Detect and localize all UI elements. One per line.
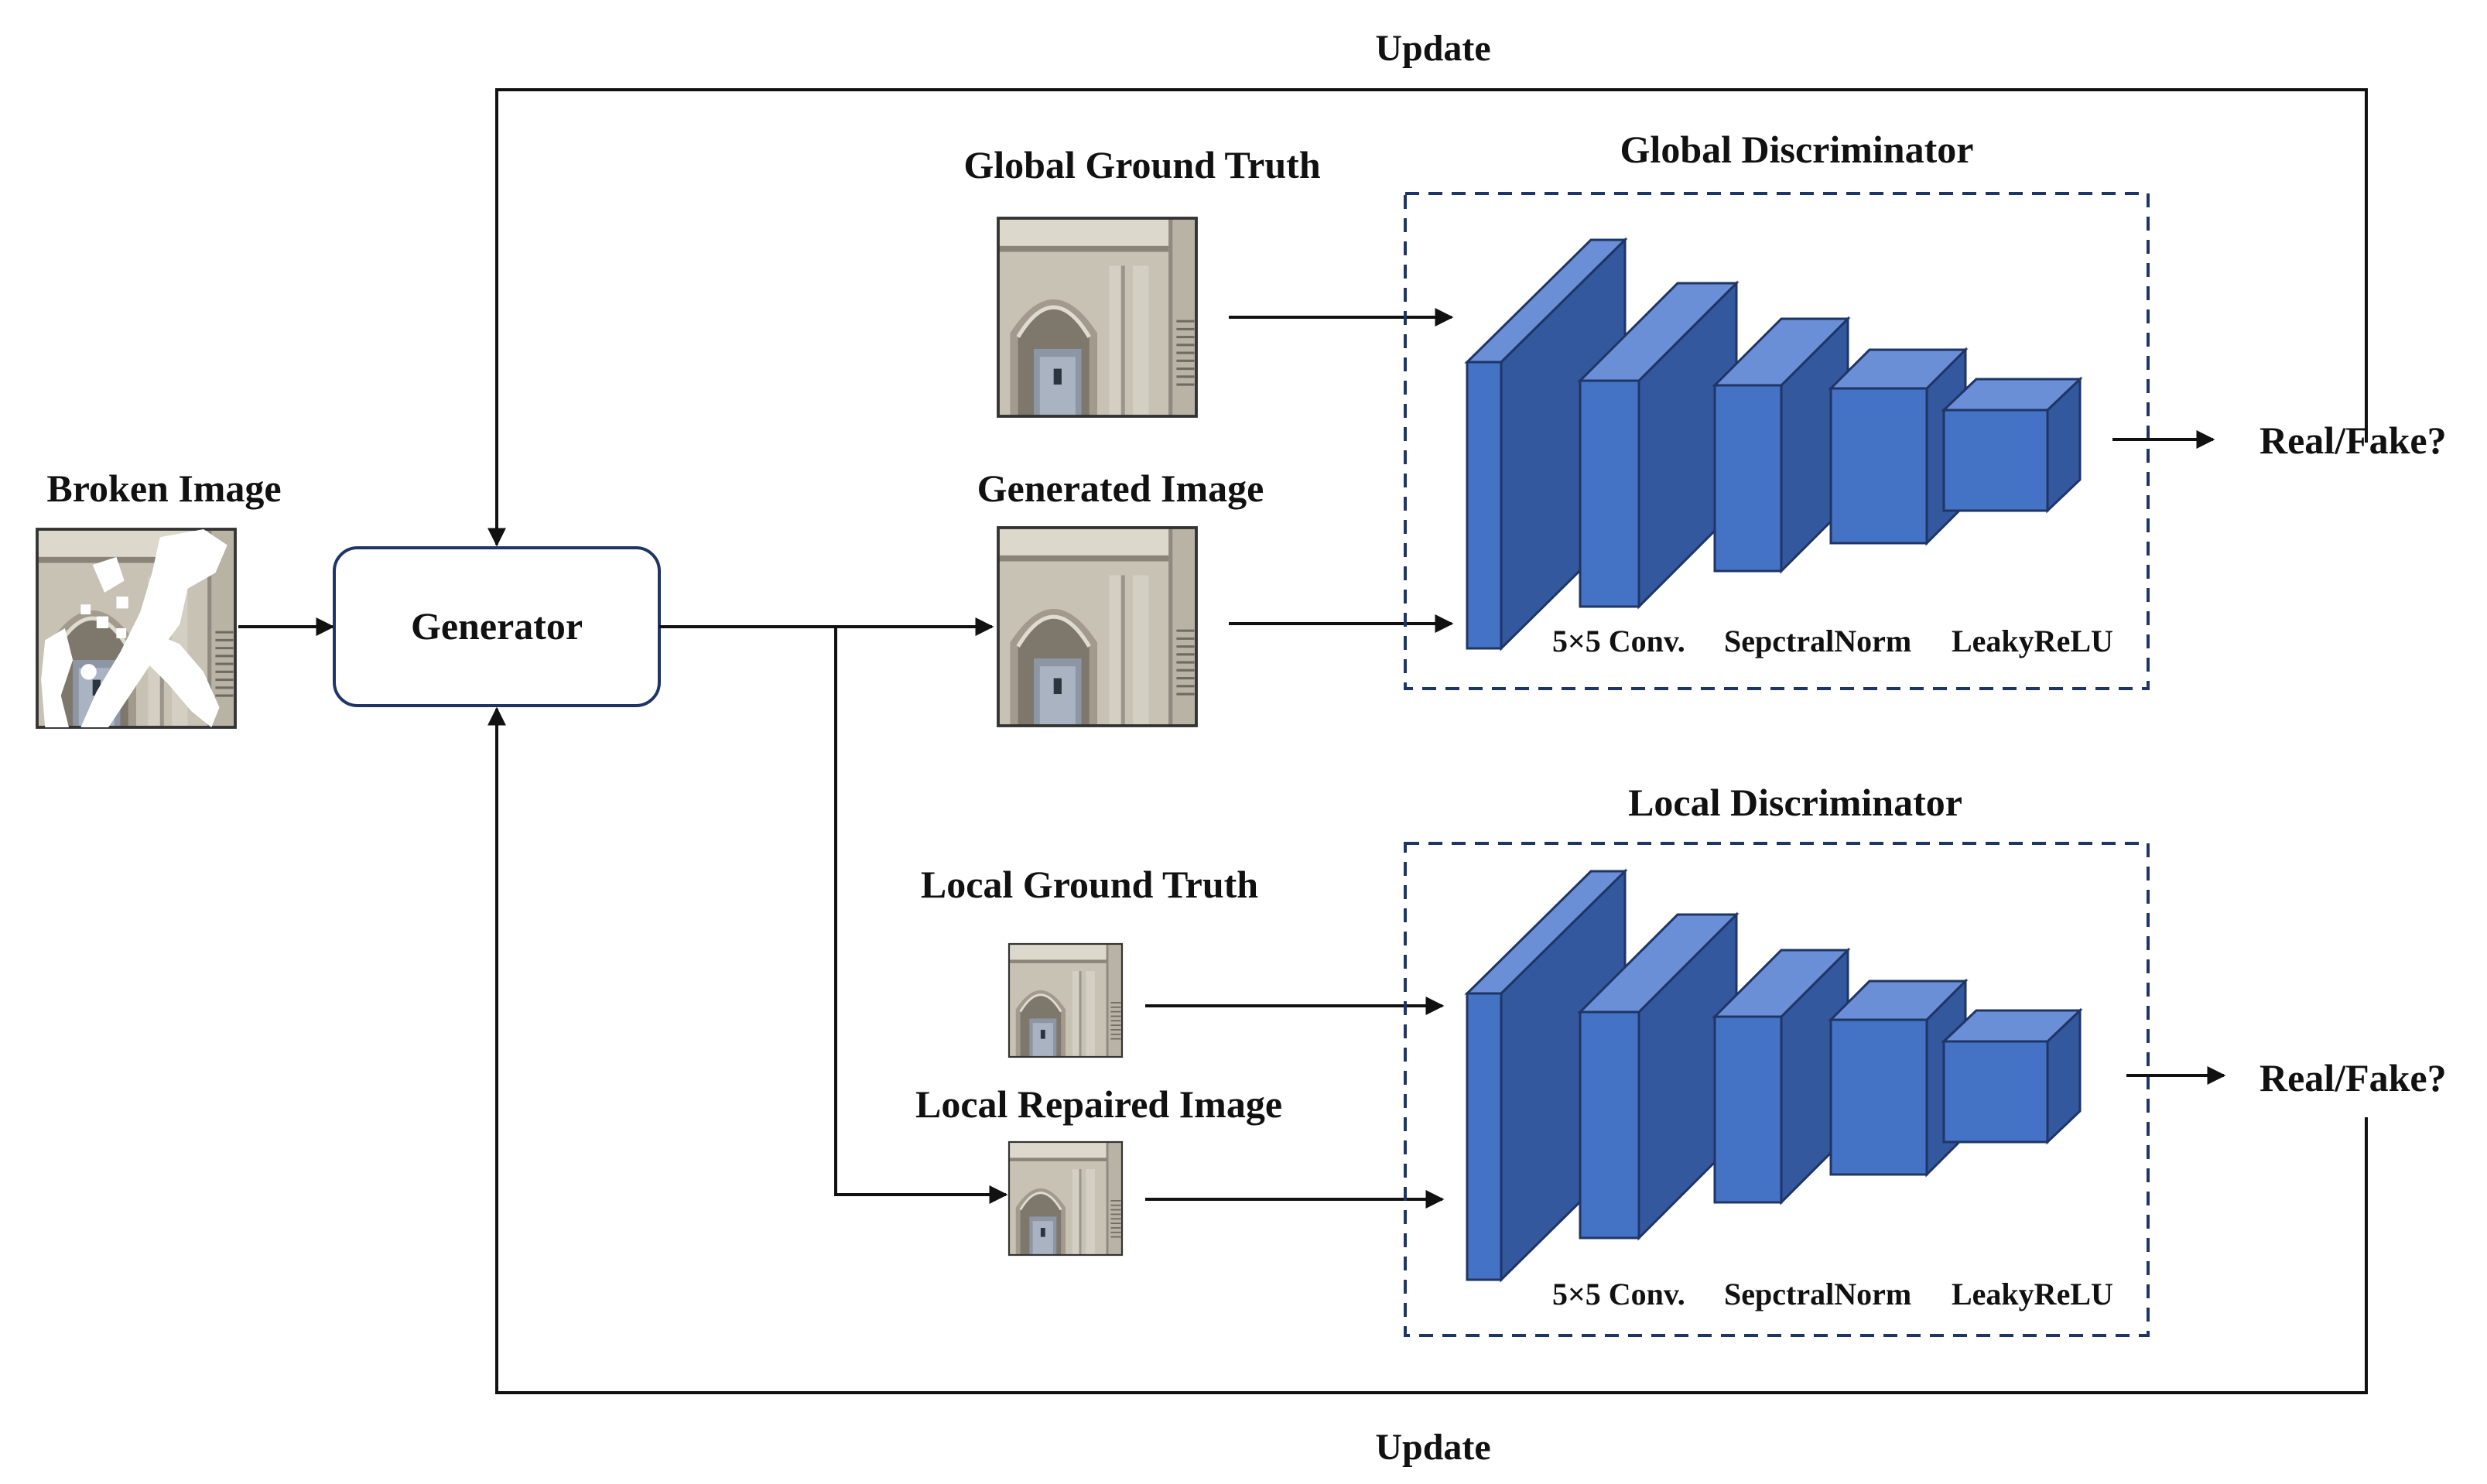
local-discriminator-label: Local Discriminator — [1628, 781, 1962, 824]
local-legend-norm: SepctralNorm — [1724, 1277, 1911, 1311]
update-loop-top — [487, 88, 2368, 547]
broken-image-label: Broken Image — [46, 467, 281, 510]
local-legend-act: LeakyReLU — [1952, 1277, 2113, 1311]
arrow-generator-to-local-repaired — [834, 627, 1008, 1204]
local-discriminator-box — [1404, 842, 2150, 1337]
generator-label: Generator — [411, 604, 583, 648]
update-bottom-label: Update — [1375, 1427, 1490, 1468]
local-conv-block-2 — [1577, 911, 1740, 1241]
local-repaired-image-label: Local Repaired Image — [915, 1082, 1282, 1126]
local-conv-block-5 — [1941, 1007, 2083, 1145]
local-output-label: Real/Fake? — [2260, 1056, 2447, 1099]
global-legend-act: LeakyReLU — [1952, 624, 2113, 658]
update-loop-bottom — [487, 706, 2368, 1394]
global-discriminator-layers — [1464, 237, 2083, 651]
local-repaired-image-thumbnail — [1007, 1140, 1124, 1257]
global-output-label: Real/Fake? — [2260, 419, 2447, 462]
global-ground-truth-thumbnail — [998, 218, 1196, 416]
local-ground-truth-thumbnail — [1007, 942, 1124, 1058]
generated-image-label: Generated Image — [977, 467, 1264, 510]
global-discriminator-label: Global Discriminator — [1620, 128, 1974, 171]
update-top-label: Update — [1375, 28, 1490, 69]
local-ground-truth-label: Local Ground Truth — [921, 863, 1258, 906]
local-legend-conv: 5×5 Conv. — [1552, 1277, 1685, 1311]
local-discriminator-layers — [1464, 868, 2083, 1283]
global-conv-block-5 — [1941, 376, 2083, 514]
broken-image-thumbnail — [37, 529, 235, 727]
global-legend-conv: 5×5 Conv. — [1552, 624, 1685, 658]
global-discriminator-box — [1404, 192, 2150, 690]
global-ground-truth-label: Global Ground Truth — [963, 143, 1320, 186]
global-conv-block-2 — [1577, 280, 1740, 610]
generated-image-thumbnail — [998, 528, 1196, 726]
global-legend-norm: SepctralNorm — [1724, 624, 1911, 658]
